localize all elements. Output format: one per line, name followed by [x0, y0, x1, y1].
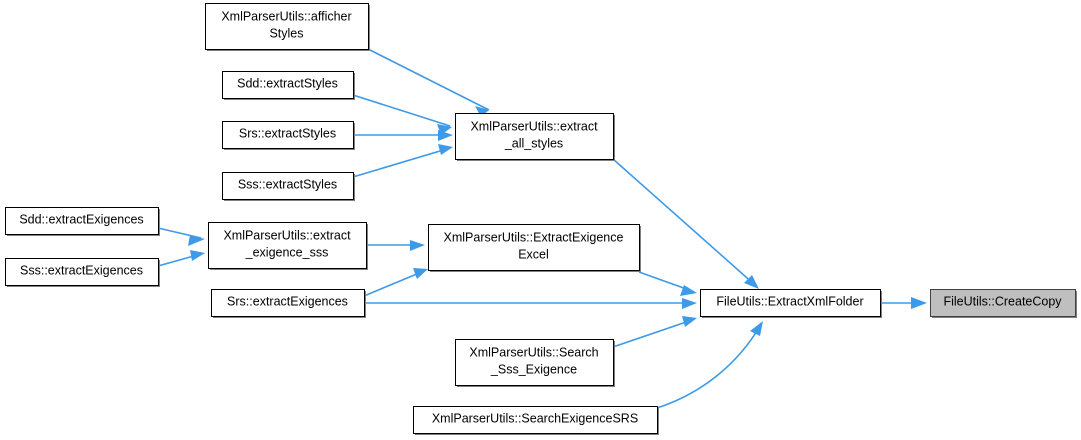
- node-box[interactable]: [700, 289, 881, 317]
- graph-edge: [352, 144, 453, 178]
- edge-arrowhead-icon: [750, 321, 763, 336]
- graph-node-extract_all_styles[interactable]: XmlParserUtils::extract_all_styles: [455, 113, 616, 162]
- graph-node-extract_xml_folder[interactable]: FileUtils::ExtractXmlFolder: [700, 289, 883, 319]
- graph-edge: [612, 316, 697, 348]
- graph-node-search_exigence_srs[interactable]: XmlParserUtils::SearchExigenceSRS: [413, 406, 660, 436]
- edge-line: [612, 158, 756, 286]
- edge-arrowhead-icon: [413, 268, 428, 279]
- edge-line: [352, 94, 451, 127]
- graph-node-sdd_extract_exigences[interactable]: Sdd::extractExigences: [5, 207, 161, 237]
- node-box[interactable]: [455, 339, 614, 386]
- graph-edge: [363, 268, 428, 297]
- node-box[interactable]: [413, 406, 658, 434]
- edge-line: [367, 48, 490, 111]
- edge-arrowhead-icon: [680, 285, 697, 296]
- node-box[interactable]: [205, 3, 369, 50]
- edge-line: [656, 325, 761, 409]
- graph-edge: [612, 158, 759, 289]
- edge-arrowhead-icon: [682, 316, 697, 327]
- edge-line: [363, 270, 425, 297]
- edge-line: [352, 147, 451, 178]
- edge-arrowhead-icon: [438, 144, 453, 155]
- graph-edge: [364, 298, 697, 309]
- node-box[interactable]: [5, 258, 159, 286]
- node-box[interactable]: [930, 289, 1076, 317]
- graph-edge: [880, 297, 927, 309]
- graph-edge: [352, 94, 452, 135]
- edge-arrowhead-icon: [410, 240, 425, 251]
- node-label: Sdd::extractExigences: [19, 213, 143, 227]
- graph-node-sdd_extract_styles[interactable]: Sdd::extractStyles: [222, 71, 356, 101]
- node-label: Srs::extractExigences: [227, 295, 348, 309]
- edge-arrowhead-icon: [744, 275, 759, 289]
- node-label: FileUtils::CreateCopy: [943, 295, 1062, 309]
- node-box[interactable]: [222, 121, 354, 149]
- node-label: Sss::extractExigences: [20, 264, 143, 278]
- node-box[interactable]: [208, 222, 367, 269]
- edge-arrowhead-icon: [911, 297, 927, 309]
- graph-node-search_sss_exigence[interactable]: XmlParserUtils::Search_Sss_Exigence: [455, 339, 616, 388]
- edge-arrowhead-icon: [475, 106, 489, 117]
- node-box[interactable]: [222, 172, 354, 200]
- node-box[interactable]: [211, 289, 365, 317]
- edge-arrowhead-icon: [682, 298, 697, 309]
- node-label: XmlParserUtils::Search_Sss_Exigence: [469, 346, 598, 377]
- edge-arrowhead-icon: [190, 250, 205, 261]
- graph-node-srs_extract_styles[interactable]: Srs::extractStyles: [222, 121, 356, 151]
- graph-edge: [638, 271, 697, 296]
- graph-edge: [366, 240, 425, 251]
- node-label: Sdd::extractStyles: [237, 77, 338, 91]
- graph-node-sss_extract_exigences[interactable]: Sss::extractExigences: [5, 258, 161, 288]
- edge-line: [612, 319, 693, 348]
- graph-node-srs_extract_exigences[interactable]: Srs::extractExigences: [211, 289, 367, 319]
- node-label: Srs::extractStyles: [239, 127, 336, 141]
- graph-node-sss_extract_styles[interactable]: Sss::extractStyles: [222, 172, 356, 202]
- node-label: FileUtils::ExtractXmlFolder: [716, 295, 863, 309]
- graph-edge: [157, 227, 205, 246]
- node-box[interactable]: [455, 113, 614, 160]
- graph-edge: [157, 250, 205, 267]
- graph-edge: [367, 48, 490, 117]
- edge-layer: [157, 48, 927, 409]
- graph-node-create_copy[interactable]: FileUtils::CreateCopy: [930, 289, 1078, 319]
- graph-node-extract_exigence_sss[interactable]: XmlParserUtils::extract_exigence_sss: [208, 222, 369, 271]
- graph-edge: [353, 130, 453, 141]
- node-box[interactable]: [428, 224, 640, 271]
- edge-arrowhead-icon: [188, 235, 205, 246]
- edge-arrowhead-icon: [438, 130, 453, 141]
- node-label: Sss::extractStyles: [238, 178, 337, 192]
- node-label: XmlParserUtils::extract_exigence_sss: [223, 229, 351, 260]
- node-label: XmlParserUtils::extract_all_styles: [470, 120, 598, 151]
- node-box[interactable]: [5, 207, 159, 235]
- graph-edge: [656, 321, 763, 409]
- node-label: XmlParserUtils::SearchExigenceSRS: [432, 412, 638, 426]
- node-box[interactable]: [222, 71, 354, 99]
